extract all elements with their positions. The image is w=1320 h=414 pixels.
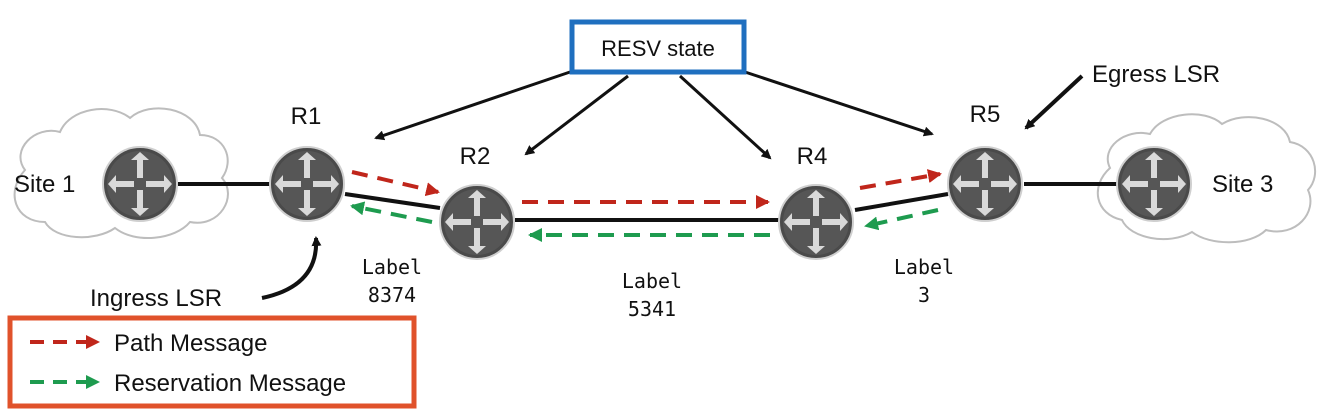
- legend-path-label: Path Message: [114, 330, 267, 357]
- legend-box: [7, 315, 417, 409]
- ingress-callout-arrow: [261, 236, 322, 300]
- path-arrow-r4-r5: [859, 169, 942, 190]
- egress-lsr-label: Egress LSR: [1092, 61, 1220, 88]
- site-3-label: Site 3: [1212, 171, 1273, 198]
- router-icon: [439, 184, 515, 260]
- site-1-label: Site 1: [14, 171, 75, 198]
- label-title: Label: [362, 255, 422, 279]
- resv-message-arrows: [350, 201, 939, 242]
- router-r5-label: R5: [970, 101, 1001, 128]
- label-title: Label: [622, 269, 682, 293]
- label-title: Label: [894, 255, 954, 279]
- router-icon: [102, 146, 178, 222]
- links: [178, 182, 1118, 222]
- resv-arrow-r5-r4: [864, 208, 939, 231]
- router-r1-label: R1: [291, 103, 322, 130]
- router-icon: [947, 146, 1023, 222]
- router-r2-label: R2: [460, 143, 491, 170]
- ingress-lsr-label: Ingress LSR: [90, 285, 222, 312]
- legend-resv-label: Reservation Message: [114, 370, 346, 397]
- egress-callout-arrow: [1024, 74, 1084, 130]
- label-value: 5341: [628, 297, 676, 321]
- path-arrow-r1-r2: [351, 170, 440, 197]
- resv-arrow-r2-r1: [350, 201, 433, 224]
- router-icon: [778, 184, 854, 260]
- router-icon: [269, 146, 345, 222]
- label-value: 3: [918, 283, 930, 307]
- resv-state-label: RESV state: [601, 36, 715, 61]
- router-r4-label: R4: [797, 143, 828, 170]
- resv-state-box: [569, 19, 747, 75]
- resv-state-arrows: [374, 70, 934, 160]
- label-value: 8374: [368, 283, 416, 307]
- path-message-arrows: [351, 169, 942, 209]
- router-icon: [1116, 146, 1192, 222]
